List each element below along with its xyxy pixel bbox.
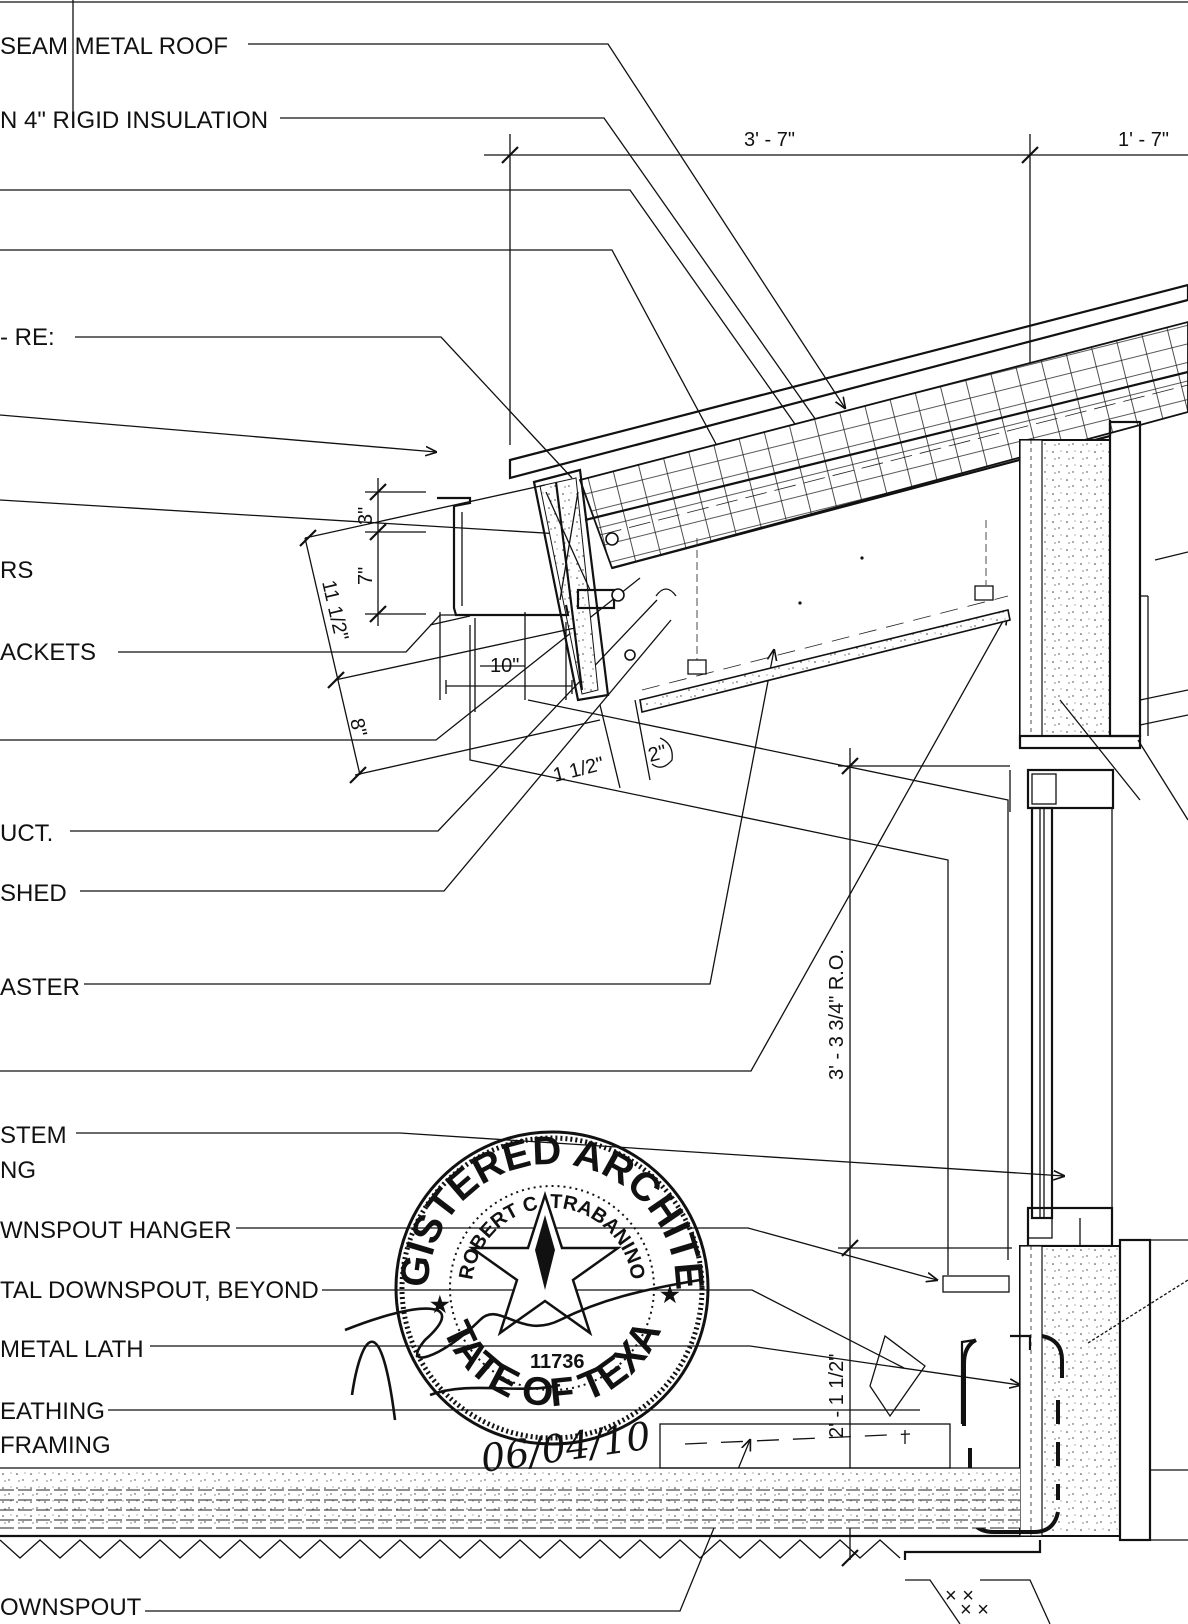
note-sheathing: EATHING: [0, 1398, 105, 1425]
dim-fascia-mid: 7": [355, 567, 377, 585]
note-system: STEM: [0, 1122, 67, 1149]
dim-wall-right: 1' - 7": [1118, 129, 1169, 151]
dim-sill-height: 2' - 1 1/2": [826, 1354, 848, 1438]
leader-lines: [0, 43, 1064, 1612]
note-construct: UCT.: [0, 820, 53, 847]
dim-soffit-drop: 8": [345, 716, 371, 739]
note-reference: - RE:: [0, 324, 55, 351]
note-metal-lath: METAL LATH: [0, 1336, 144, 1363]
note-rigid-insulation: N 4" RIGID INSULATION: [0, 107, 268, 134]
fascia-dimensions: 3" 7" 11 1/2" 8" 10" 1 1/2" 2": [299, 478, 677, 789]
note-standing-seam-roof: SEAM METAL ROOF: [0, 33, 228, 60]
note-framing: FRAMING: [0, 1432, 111, 1459]
svg-text:× ×: × ×: [960, 1599, 989, 1621]
dim-eave-overhang: 3' - 7": [744, 129, 795, 151]
note-rafters: RS: [0, 557, 33, 584]
seal-license-number: 11736: [530, 1351, 585, 1373]
dim-window-rough-opening: 3' - 3 3/4" R.O.: [826, 949, 848, 1080]
dim-trim-b: 2": [646, 741, 669, 767]
note-metal-downspout: TAL DOWNSPOUT, BEYOND: [0, 1277, 319, 1304]
dim-trim-a: 1 1/2": [551, 753, 606, 787]
svg-text:★: ★: [660, 1282, 680, 1307]
svg-text:× ×: × ×: [945, 1585, 974, 1607]
note-downspout: OWNSPOUT: [0, 1594, 142, 1621]
note-plaster: ASTER: [0, 974, 80, 1001]
signature: [344, 1278, 701, 1421]
ground-slab: [0, 1423, 1020, 1559]
note-finished: SHED: [0, 880, 67, 907]
seal-top-text: REGISTERED ARCHITECT: [0, 0, 712, 1291]
wall-assembly: × × × ×: [869, 420, 1188, 1624]
top-dimensions: 3' - 7" 1' - 7": [484, 129, 1188, 448]
note-system-line2: NG: [0, 1157, 36, 1184]
fascia-assembly: [429, 468, 1009, 1275]
annotation-notes: SEAM METAL ROOF N 4" RIGID INSULATION - …: [0, 33, 319, 1621]
note-brackets: ACKETS: [0, 639, 96, 666]
window-dimensions: 3' - 3 3/4" R.O. 2' - 1 1/2": [826, 748, 1012, 1567]
note-downspout-hanger: WNSPOUT HANGER: [0, 1217, 232, 1244]
roof-assembly: [508, 283, 1188, 713]
dim-fascia-top: 3": [355, 507, 377, 525]
